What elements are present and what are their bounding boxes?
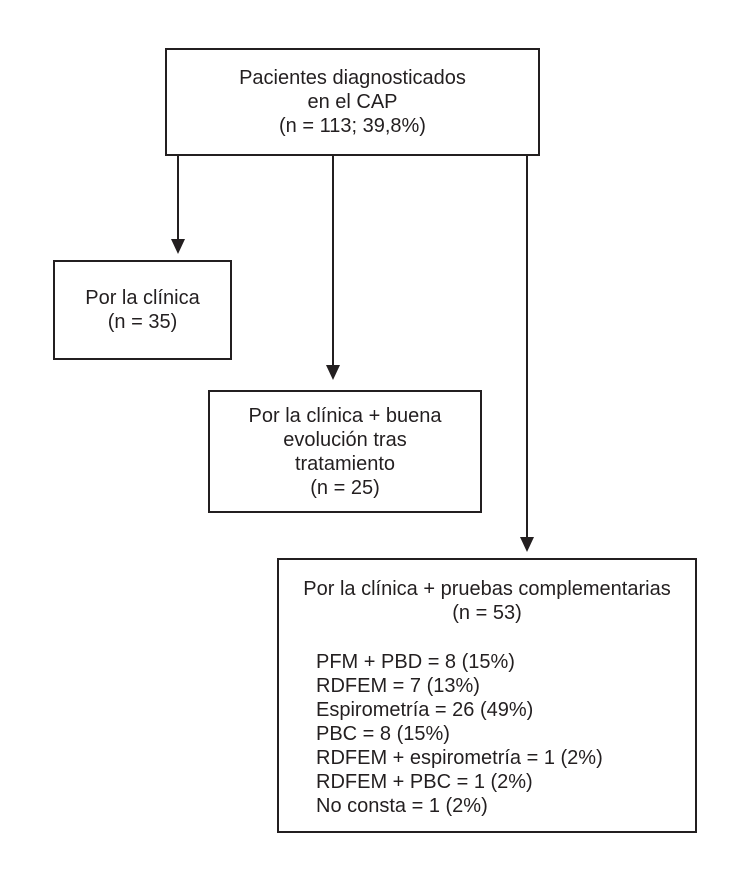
box-text-line: Por la clínica + buena	[248, 404, 442, 427]
box-text-line: evolución tras	[283, 428, 407, 451]
list-item: RDFEM = 7 (13%)	[316, 675, 480, 697]
box-text-line: (n = 35)	[107, 311, 178, 333]
arrow-to-clinica-buena-evolucion	[326, 156, 340, 380]
box-text-line: tratamiento	[294, 452, 396, 475]
list-item: Espirometría = 26 (49%)	[316, 699, 534, 721]
list-item: RDFEM + espirometría = 1 (2%)	[316, 747, 603, 769]
box-clinica-buena-evolucion: Por la clínica + buena evolución tras tr…	[208, 390, 482, 513]
list-item: PBC = 8 (15%)	[316, 723, 450, 745]
box-clinica-pruebas-complementarias: Por la clínica + pruebas complementarias…	[277, 558, 697, 833]
box-por-la-clinica: Por la clínica (n = 35)	[53, 260, 232, 360]
list-item: PFM + PBD = 8 (15%)	[316, 651, 515, 673]
box-text-line: Pacientes diagnosticados	[239, 67, 466, 89]
arrow-to-clinica-pruebas-complementarias	[520, 156, 534, 552]
list-item: No consta = 1 (2%)	[316, 795, 488, 817]
box-text-line: (n = 25)	[310, 476, 380, 499]
pruebas-item-list: PFM + PBD = 8 (15%) RDFEM = 7 (13%) Espi…	[279, 650, 695, 818]
arrow-to-por-la-clinica	[171, 156, 185, 254]
box-text-line: en el CAP	[307, 91, 398, 113]
list-item: RDFEM + PBC = 1 (2%)	[316, 771, 533, 793]
box-header-line: (n = 53)	[452, 602, 522, 624]
box-text-line: Por la clínica	[85, 287, 200, 309]
box-text-line: (n = 113; 39,8%)	[279, 115, 426, 137]
box-header-line: Por la clínica + pruebas complementarias	[303, 578, 671, 600]
box-pacientes-diagnosticados-cap: Pacientes diagnosticados en el CAP (n = …	[165, 48, 540, 156]
